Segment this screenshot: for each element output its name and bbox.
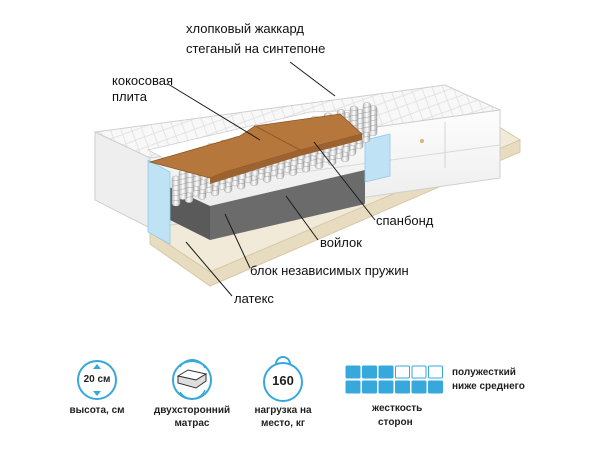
height-icon [77,360,117,400]
two-sided-label-line1: двухсторонний [153,405,231,416]
stiffness-cell-filled [411,380,427,394]
stiffness-level-line1: полужесткий [452,367,516,378]
stiffness-level-line2: ниже среднего [452,381,525,392]
stiffness-caption-line1: жесткость [372,403,423,414]
stiffness-cell-filled [395,380,410,394]
stiffness-cell-filled [345,380,361,394]
callout-latex: латекс [234,291,274,306]
callout-cover-line1: хлопковый жаккард [186,21,305,36]
stiffness-cell-empty [395,365,410,379]
load-label-line2: место, кг [261,418,305,429]
callout-felt: войлок [320,235,362,250]
load-label-line1: нагрузка на [254,405,312,416]
two-sided-mattress-icon [172,359,212,400]
load-value: 160 [272,373,294,388]
callout-cover-line2: стеганый на синтепоне [186,41,326,56]
stiffness-cell-filled [362,380,377,394]
stiffness-caption-line2: сторон [378,417,413,428]
callout-coconut-line1: кокосовая [112,73,174,88]
callout-coconut-line2: плита [112,89,147,104]
stiffness-cell-filled [428,380,443,394]
height-label: высота, см [69,405,125,416]
height-value: 20 см [83,374,111,385]
callout-lines [167,61,376,297]
callout-springs: блок независимых пружин [250,263,409,278]
foam-perimeter [147,159,171,245]
stiffness-scale [345,365,443,394]
stiffness-cell-filled [345,365,361,379]
stiffness-cell-filled [362,365,377,379]
stiffness-cell-empty [411,365,427,379]
two-sided-label-line2: матрас [174,418,210,429]
callout-spunbond: спанбонд [376,213,434,228]
stiffness-cell-filled [378,365,394,379]
stiffness-cell-filled [378,380,394,394]
stiffness-cell-empty [428,365,443,379]
weight-icon [263,356,303,402]
